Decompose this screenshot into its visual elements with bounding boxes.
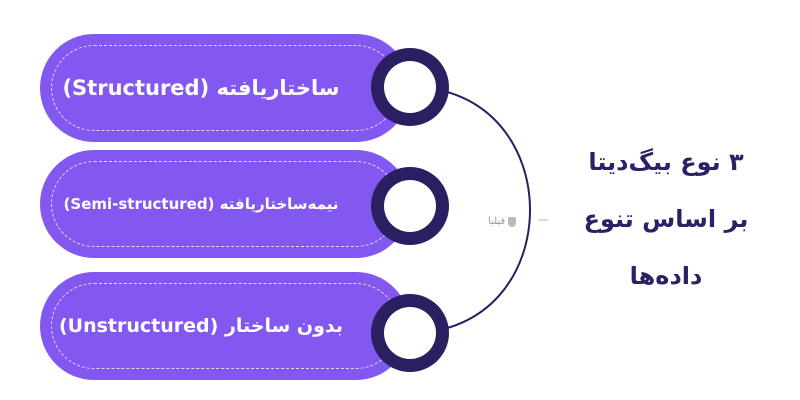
pill-label-semi-structured: نیمه‌ساختاریافته (Semi-structured)	[63, 195, 339, 213]
side-title: ۳ نوع بیگ‌دیتا بر اساس تنوع داده‌ها	[566, 134, 766, 305]
pill-label-structured: ساختاریافته (Structured)	[62, 76, 340, 100]
filia-logo-icon	[508, 216, 517, 227]
connector-curve	[409, 86, 531, 334]
watermark-text: فیلیا	[488, 216, 506, 227]
node-circle-semi-structured	[371, 167, 449, 245]
title-line-2: بر اساس تنوع	[583, 205, 749, 233]
pill-unstructured: بدون ساختار (Unstructured)	[40, 272, 410, 380]
watermark: فیلیا	[488, 216, 517, 227]
pill-label-unstructured: بدون ساختار (Unstructured)	[58, 315, 344, 337]
title-line-1: ۳ نوع بیگ‌دیتا	[588, 148, 744, 176]
node-circle-structured	[371, 48, 449, 126]
pill-semi-structured: نیمه‌ساختاریافته (Semi-structured)	[40, 150, 410, 258]
title-line-3: داده‌ها	[629, 262, 703, 290]
pill-structured: ساختاریافته (Structured)	[40, 34, 410, 142]
node-circle-unstructured	[371, 294, 449, 372]
